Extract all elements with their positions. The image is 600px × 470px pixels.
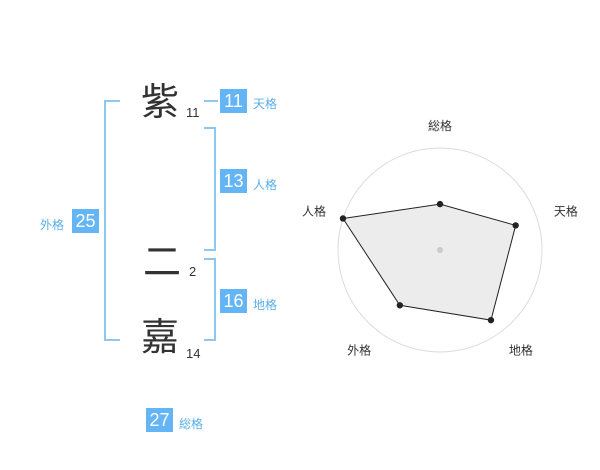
name-char-3: 嘉 xyxy=(141,315,180,359)
radar-point-5 xyxy=(339,215,347,222)
radar-series-shape xyxy=(342,203,517,321)
radar-point-2 xyxy=(512,222,519,229)
radar-axis-label: 天格 xyxy=(554,204,578,219)
radar-point-3 xyxy=(487,316,495,324)
soukaku-label: 総格 xyxy=(179,417,204,431)
gaikaku-value: 25 xyxy=(72,209,99,233)
jinkaku-value: 13 xyxy=(220,169,247,193)
stroke-count-2: 2 xyxy=(189,264,197,279)
radar-axis-label: 外格 xyxy=(347,342,371,357)
chikaku-bracket xyxy=(204,258,216,341)
gaikaku-label: 外格 xyxy=(40,218,65,232)
outer-bracket xyxy=(104,100,120,341)
chikaku-value: 16 xyxy=(220,289,247,313)
radar-points xyxy=(339,200,519,324)
jinkaku-bracket xyxy=(204,127,216,251)
stroke-count-1: 11 xyxy=(186,105,200,120)
radar-axis-label: 地格 xyxy=(509,342,533,357)
tenkaku-bracket xyxy=(204,100,218,102)
radar-axis-label: 総格 xyxy=(428,118,452,133)
radar-grid xyxy=(337,147,543,353)
radar-center-dot xyxy=(437,247,443,253)
stroke-count-3: 14 xyxy=(186,346,201,361)
tenkaku-value: 11 xyxy=(220,89,247,113)
soukaku-value: 27 xyxy=(146,408,173,432)
tenkaku-label: 天格 xyxy=(253,97,278,111)
jinkaku-label: 人格 xyxy=(253,178,278,192)
name-char-1: 紫 xyxy=(141,80,180,124)
radar-point-1 xyxy=(436,200,444,208)
radar-point-4 xyxy=(396,302,404,309)
chikaku-label: 地格 xyxy=(253,298,278,312)
name-char-2: 二 xyxy=(143,240,182,284)
radar-axis-label: 人格 xyxy=(302,204,326,219)
